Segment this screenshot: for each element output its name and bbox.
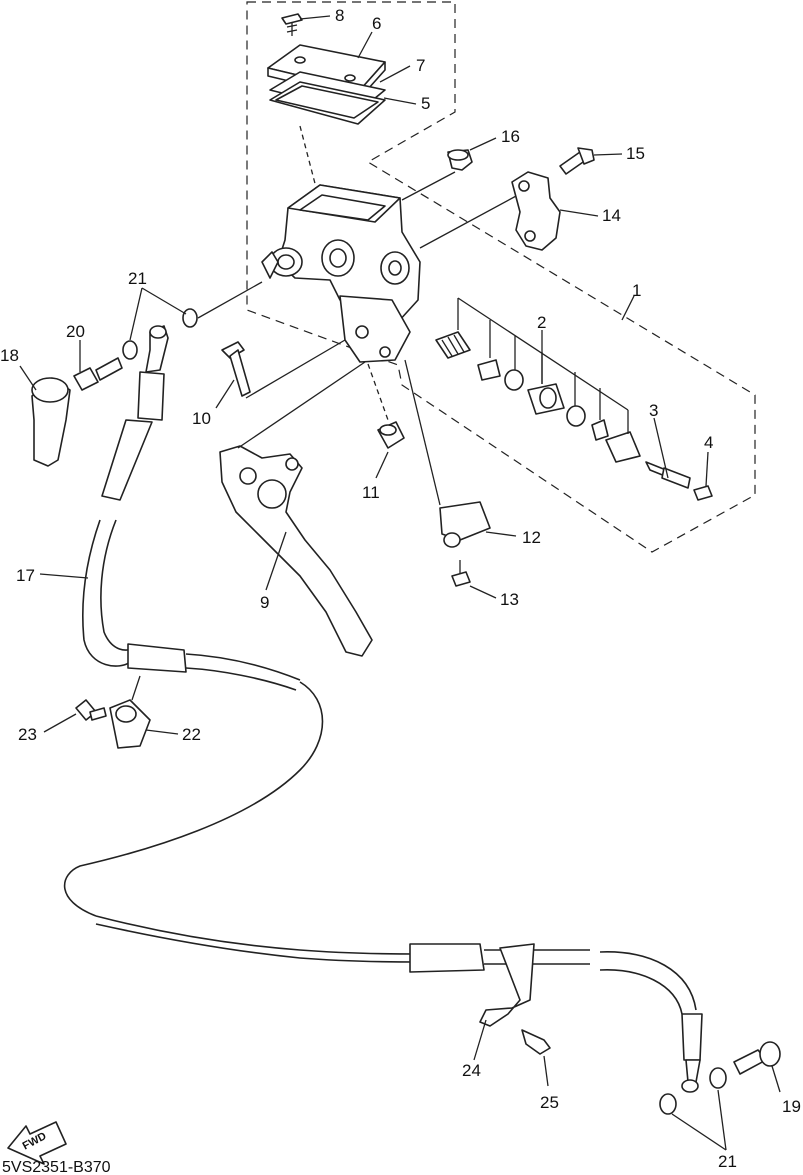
rubber-cover bbox=[31, 377, 71, 467]
callout-19: 19 bbox=[782, 1097, 801, 1116]
callout-25: 25 bbox=[540, 1093, 559, 1112]
hose-clamp-upper bbox=[109, 699, 151, 749]
callout-18: 18 bbox=[0, 346, 19, 365]
switch-screw bbox=[451, 560, 471, 587]
piston-kit bbox=[435, 297, 713, 501]
clutch-hose bbox=[63, 325, 703, 1093]
callout-9: 9 bbox=[260, 593, 269, 612]
callout-13: 13 bbox=[500, 590, 519, 609]
pivot-nut bbox=[377, 421, 405, 449]
copper-washer-upper-1 bbox=[122, 340, 138, 360]
callout-6: 6 bbox=[372, 14, 381, 33]
cap-screw bbox=[281, 13, 303, 36]
callout-1: 1 bbox=[632, 281, 641, 300]
clutch-switch bbox=[439, 501, 491, 548]
callout-labels: 8 6 7 5 16 15 14 1 2 3 4 9 10 11 12 13 1… bbox=[0, 6, 801, 1171]
callout-16: 16 bbox=[501, 127, 520, 146]
callout-10: 10 bbox=[192, 409, 211, 428]
lever-pivot-bolt bbox=[221, 341, 251, 397]
drawing-code: 5VS2351-B370 bbox=[2, 1159, 111, 1175]
master-cylinder-assembly-boundary bbox=[246, 1, 756, 553]
union-bolt bbox=[73, 357, 123, 391]
forward-direction-arrow: FWD bbox=[7, 1121, 67, 1165]
callout-5: 5 bbox=[421, 94, 430, 113]
copper-washer-upper-2 bbox=[182, 308, 198, 328]
callout-21-lower: 21 bbox=[718, 1152, 737, 1171]
copper-washer-lower-1 bbox=[659, 1093, 677, 1115]
master-cylinder-body bbox=[261, 184, 421, 363]
leader-lines bbox=[19, 15, 781, 1151]
union-bolt-lower bbox=[733, 1041, 781, 1075]
callout-12: 12 bbox=[522, 528, 541, 547]
guide-bolt-lower bbox=[521, 1029, 551, 1055]
clutch-lever bbox=[219, 445, 373, 657]
handlebar-holder bbox=[511, 171, 561, 251]
callout-24: 24 bbox=[462, 1061, 481, 1080]
hose-guide-lower bbox=[479, 943, 535, 1027]
callout-2: 2 bbox=[537, 313, 546, 332]
clamp-bolt-upper bbox=[75, 699, 107, 721]
callout-15: 15 bbox=[626, 144, 645, 163]
rubber-cap bbox=[447, 149, 473, 171]
callout-7: 7 bbox=[416, 56, 425, 75]
callout-20: 20 bbox=[66, 322, 85, 341]
callout-23: 23 bbox=[18, 725, 37, 744]
copper-washer-lower-2 bbox=[709, 1067, 727, 1089]
diaphragm bbox=[269, 81, 386, 125]
callout-17: 17 bbox=[16, 566, 35, 585]
bracket-bolt bbox=[559, 147, 595, 175]
callout-14: 14 bbox=[602, 206, 621, 225]
callout-22: 22 bbox=[182, 725, 201, 744]
callout-21-upper: 21 bbox=[128, 269, 147, 288]
callout-8: 8 bbox=[335, 6, 344, 25]
callout-4: 4 bbox=[704, 433, 713, 452]
callout-3: 3 bbox=[649, 401, 658, 420]
callout-11: 11 bbox=[362, 483, 380, 502]
